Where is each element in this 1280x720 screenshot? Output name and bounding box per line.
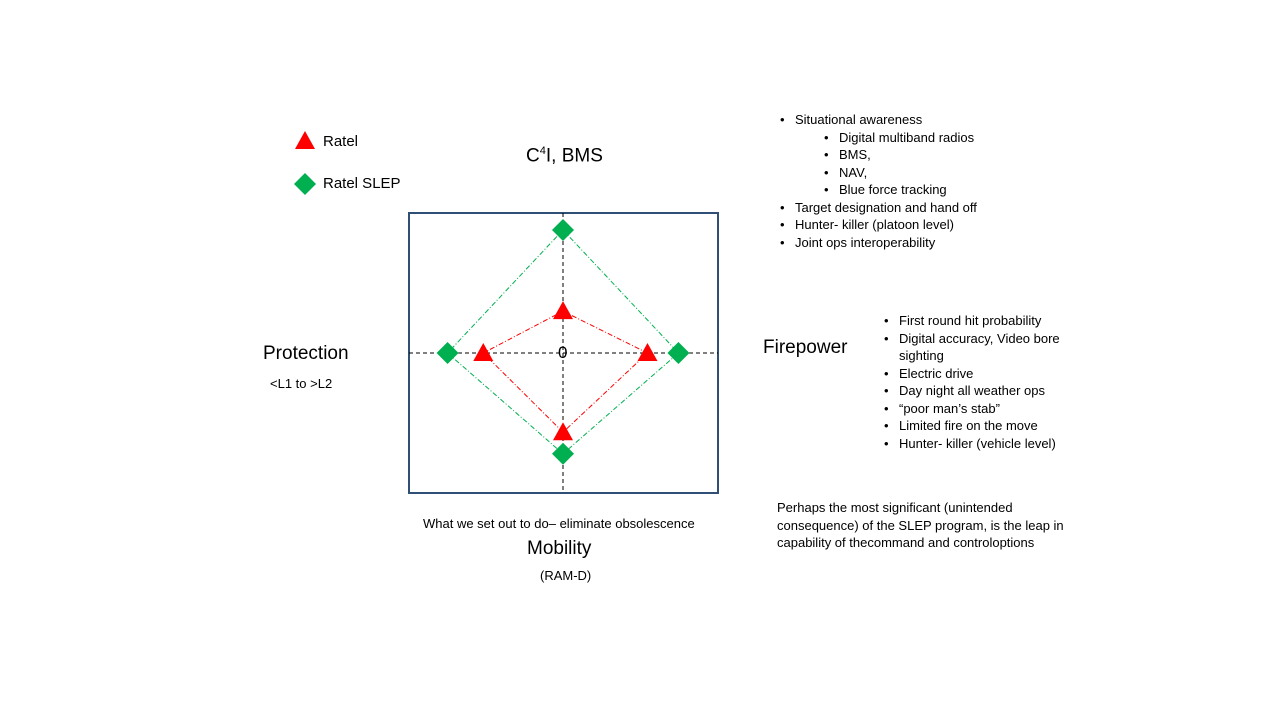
marker-ratel-slep-protection <box>436 342 459 364</box>
firepower-list-item: Day night all weather ops <box>883 382 1079 400</box>
axis-label-firepower: Firepower <box>763 337 848 358</box>
origin-label: 0 <box>558 343 568 362</box>
marker-ratel-slep-firepower <box>667 342 690 364</box>
marker-ratel-protection <box>473 343 494 361</box>
c4i-list-item: Target designation and hand off <box>779 199 977 217</box>
bottom-caption: What we set out to do– eliminate obsoles… <box>423 516 695 531</box>
c4i-list-item: Hunter- killer (platoon level) <box>779 216 977 234</box>
axis-label-mobility: Mobility <box>527 538 592 559</box>
axis-label-c4i: C4I, BMS <box>526 145 603 167</box>
marker-ratel-slep-mobility <box>552 442 574 465</box>
firepower-list-item: First round hit probability <box>883 312 1079 330</box>
series-outline-ratel <box>482 310 649 433</box>
axis-label-protection: Protection <box>263 343 349 364</box>
firepower-capability-list: First round hit probabilityDigital accur… <box>883 312 1079 452</box>
mobility-sublabel: (RAM-D) <box>540 568 592 583</box>
marker-ratel-firepower <box>637 343 658 361</box>
legend-marker-ratel-slep <box>294 173 316 195</box>
legend-label-ratel: Ratel <box>323 133 359 150</box>
firepower-list-item: Hunter- killer (vehicle level) <box>883 435 1079 453</box>
series-layer <box>436 219 690 465</box>
c4i-list-item: Situational awareness <box>779 111 977 129</box>
c4i-list-item: BMS, <box>779 146 977 164</box>
c4i-list-item: NAV, <box>779 164 977 182</box>
marker-ratel-slep-c4i <box>552 219 574 241</box>
legend <box>294 131 316 195</box>
protection-sublabel: <L1 to >L2 <box>270 376 333 391</box>
legend-label-ratel-slep: Ratel SLEP <box>323 175 401 192</box>
c4i-list-item: Blue force tracking <box>779 181 977 199</box>
c4i-capability-list: Situational awarenessDigital multiband r… <box>779 111 977 251</box>
marker-ratel-mobility <box>553 422 573 441</box>
c4i-list-item: Digital multiband radios <box>779 129 977 147</box>
marker-ratel-c4i <box>553 301 573 320</box>
firepower-list-item: Electric drive <box>883 365 1079 383</box>
firepower-list-item: Digital accuracy, Video bore sighting <box>883 330 1079 365</box>
c4i-list-item: Joint ops interoperability <box>779 234 977 252</box>
firepower-list-item: “poor man’s stab” <box>883 400 1079 418</box>
firepower-list-item: Limited fire on the move <box>883 417 1079 435</box>
legend-marker-ratel <box>295 131 315 149</box>
slep-note: Perhaps the most significant (unintended… <box>777 500 1064 550</box>
